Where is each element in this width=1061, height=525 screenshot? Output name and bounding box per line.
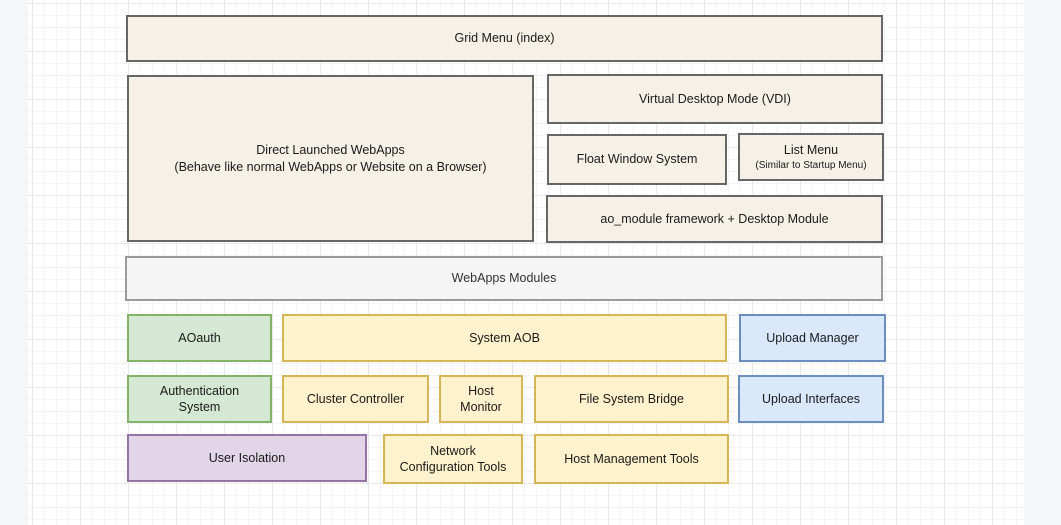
node-label: Direct Launched WebApps bbox=[256, 142, 404, 159]
node-label: Cluster Controller bbox=[307, 391, 404, 408]
node-grid-menu[interactable]: Grid Menu (index) bbox=[126, 15, 883, 62]
node-sublabel: (Similar to Startup Menu) bbox=[755, 159, 866, 172]
node-label: Upload Manager bbox=[766, 330, 858, 347]
node-host-management-tools[interactable]: Host Management Tools bbox=[534, 434, 729, 484]
node-label: List Menu bbox=[784, 142, 838, 159]
node-label: Host bbox=[468, 383, 494, 400]
node-label: Float Window System bbox=[577, 151, 698, 168]
node-upload-manager[interactable]: Upload Manager bbox=[739, 314, 886, 362]
node-webapps-modules[interactable]: WebApps Modules bbox=[125, 256, 883, 301]
node-label: Authentication bbox=[160, 383, 239, 400]
node-sublabel: (Behave like normal WebApps or Website o… bbox=[174, 159, 486, 176]
node-label: User Isolation bbox=[209, 450, 285, 467]
node-list-menu[interactable]: List Menu (Similar to Startup Menu) bbox=[738, 133, 884, 181]
node-file-system-bridge[interactable]: File System Bridge bbox=[534, 375, 729, 423]
node-host-monitor[interactable]: Host Monitor bbox=[439, 375, 523, 423]
node-system-aob[interactable]: System AOB bbox=[282, 314, 727, 362]
node-sublabel: Configuration Tools bbox=[400, 459, 507, 476]
node-aoauth[interactable]: AOauth bbox=[127, 314, 272, 362]
node-label: Virtual Desktop Mode (VDI) bbox=[639, 91, 791, 108]
node-label: Host Management Tools bbox=[564, 451, 699, 468]
node-label: ao_module framework + Desktop Module bbox=[600, 211, 828, 228]
node-label: File System Bridge bbox=[579, 391, 684, 408]
node-float-window-system[interactable]: Float Window System bbox=[547, 134, 727, 185]
node-label: Upload Interfaces bbox=[762, 391, 860, 408]
node-cluster-controller[interactable]: Cluster Controller bbox=[282, 375, 429, 423]
node-sublabel: System bbox=[179, 399, 221, 416]
node-upload-interfaces[interactable]: Upload Interfaces bbox=[738, 375, 884, 423]
node-authentication-system[interactable]: Authentication System bbox=[127, 375, 272, 423]
node-network-configuration-tools[interactable]: Network Configuration Tools bbox=[383, 434, 523, 484]
node-virtual-desktop-mode[interactable]: Virtual Desktop Mode (VDI) bbox=[547, 74, 883, 124]
node-label: Grid Menu (index) bbox=[454, 30, 554, 47]
node-label: Network bbox=[430, 443, 476, 460]
node-ao-module-framework[interactable]: ao_module framework + Desktop Module bbox=[546, 195, 883, 243]
node-user-isolation[interactable]: User Isolation bbox=[127, 434, 367, 482]
node-direct-launched-webapps[interactable]: Direct Launched WebApps (Behave like nor… bbox=[127, 75, 534, 242]
node-label: System AOB bbox=[469, 330, 540, 347]
node-label: AOauth bbox=[178, 330, 220, 347]
node-sublabel: Monitor bbox=[460, 399, 502, 416]
node-label: WebApps Modules bbox=[452, 270, 557, 287]
diagram-canvas[interactable]: Grid Menu (index) Direct Launched WebApp… bbox=[28, 0, 1024, 525]
